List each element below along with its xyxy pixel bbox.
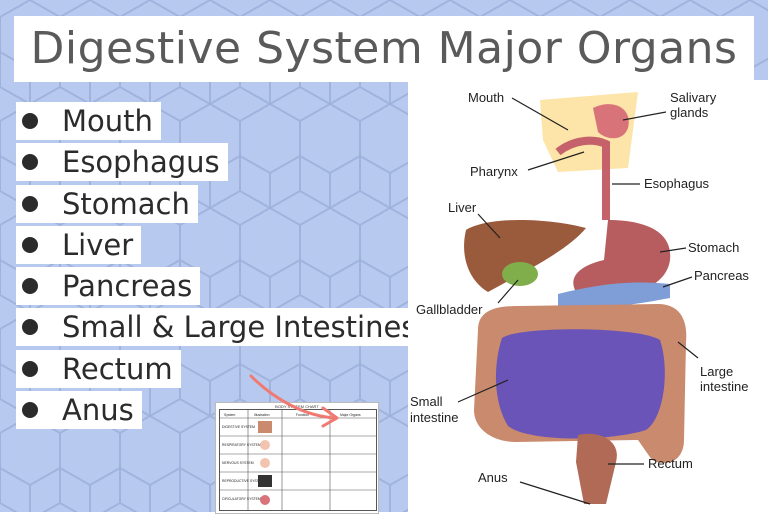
circulatory-illustration <box>260 495 270 505</box>
label-esophagus: Esophagus <box>644 176 710 191</box>
digestive-system-diagram: Mouth Salivary glands Pharynx Esophagus … <box>408 80 768 512</box>
label-liver: Liver <box>448 200 477 215</box>
bullet-icon <box>22 278 38 295</box>
label-stomach: Stomach <box>688 240 739 255</box>
chart-header: Function <box>296 413 309 417</box>
label-salivary-glands: Salivary <box>670 90 717 105</box>
label-pharynx: Pharynx <box>470 164 518 179</box>
chart-header: System <box>224 413 235 417</box>
chart-row-label: NERVOUS SYSTEM <box>222 461 254 465</box>
salivary-gland-shape <box>593 104 629 139</box>
chart-row-label: DIGESTIVE SYSTEM <box>222 425 255 429</box>
bullet-icon <box>22 195 38 212</box>
label-small-intestine-2: intestine <box>410 410 458 425</box>
respiratory-illustration <box>260 440 270 450</box>
label-pancreas: Pancreas <box>694 268 749 283</box>
bullet-icon <box>22 154 38 171</box>
label-rectum: Rectum <box>648 456 693 471</box>
stomach-shape <box>573 220 671 296</box>
list-item: Anus <box>16 391 142 430</box>
label-salivary-glands-2: glands <box>670 105 709 120</box>
bullet-icon <box>22 236 38 253</box>
small-intestine-shape <box>495 329 665 439</box>
bullet-icon <box>22 360 38 377</box>
chart-row-label: REPRODUCTIVE SYSTEM <box>222 479 264 483</box>
list-item: Mouth <box>16 102 161 140</box>
organ-list: Mouth Esophagus Stomach Liver Pancreas S… <box>16 102 425 432</box>
bullet-icon <box>22 402 38 419</box>
label-mouth: Mouth <box>468 90 504 105</box>
label-large-intestine: Large <box>700 364 733 379</box>
list-item: Stomach <box>16 184 198 223</box>
digestive-illustration <box>258 421 272 433</box>
list-item: Rectum <box>16 349 181 388</box>
reproductive-illustration <box>258 475 272 487</box>
pancreas-shape <box>558 282 670 309</box>
bullet-icon <box>22 319 38 336</box>
nervous-illustration <box>260 458 270 468</box>
label-gallbladder: Gallbladder <box>416 302 483 317</box>
chart-title: BODY SYSTEM CHART <box>275 404 319 409</box>
gallbladder-shape <box>502 262 538 286</box>
label-lines <box>457 97 699 505</box>
list-item: Pancreas <box>16 267 201 306</box>
label-anus: Anus <box>478 470 508 485</box>
chart-header: Illustration <box>254 413 270 417</box>
rectum-shape <box>576 433 617 504</box>
liver-shape <box>464 220 586 292</box>
list-item: Liver <box>16 225 142 264</box>
page-title: Digestive System Major Organs <box>14 16 754 82</box>
chart-row-label: RESPIRATORY SYSTEM <box>222 443 261 447</box>
list-item: Small & Large Intestines <box>16 308 425 347</box>
bullet-icon <box>22 113 38 129</box>
esophagus-shape <box>555 136 610 220</box>
list-item: Esophagus <box>16 143 228 182</box>
label-large-intestine-2: intestine <box>700 379 748 394</box>
chart-row-label: CIRCULATORY SYSTEM <box>222 497 261 501</box>
chart-header: Major Organs <box>340 413 361 417</box>
label-small-intestine: Small <box>410 394 443 409</box>
arrow-icon <box>249 374 339 428</box>
